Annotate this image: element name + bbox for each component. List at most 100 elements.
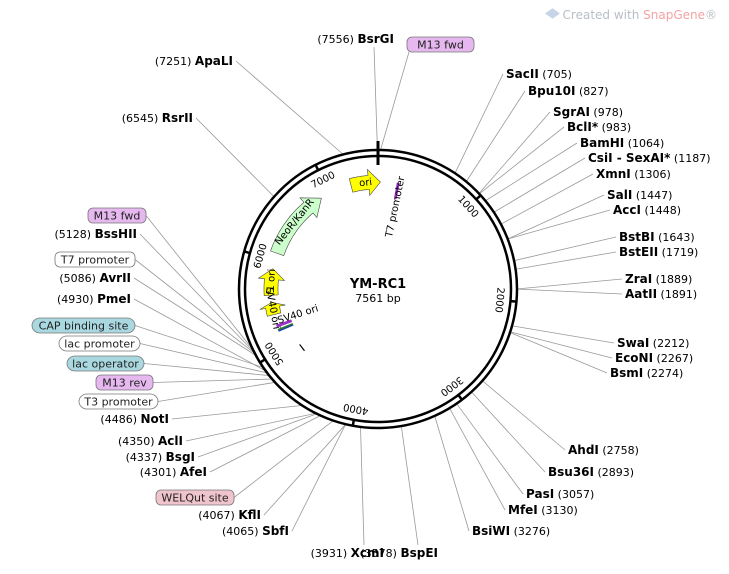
feature-arrow (270, 197, 322, 256)
feature-box (406, 36, 475, 53)
site-leader-line (235, 60, 343, 154)
restriction-site-label: SgrAI (978) (553, 105, 623, 119)
restriction-site-label: (4337) BsgI (126, 450, 195, 464)
tick-label: 6000 (252, 242, 269, 269)
restriction-site-label: (4350) AclI (118, 434, 183, 448)
site-leader-line (511, 331, 613, 359)
feature-leader-line (134, 325, 262, 368)
restriction-site-label: Bpu10I (827) (528, 84, 609, 98)
feature-label: f1 ori (265, 269, 278, 296)
tick-mark (259, 358, 266, 364)
site-leader-line (139, 233, 253, 351)
site-leader-line (508, 209, 611, 240)
site-leader-line (501, 173, 594, 225)
restriction-site-label: BsiWI (3276) (472, 524, 550, 538)
restriction-site-label: ZraI (1889) (625, 272, 692, 286)
feature-box (155, 489, 235, 506)
restriction-site-label: BamHI (1064) (580, 136, 664, 150)
feature-label: ori (359, 177, 373, 189)
site-leader-line (133, 277, 255, 355)
restriction-site-label: BclI* (983) (567, 120, 631, 134)
site-leader-line (373, 46, 378, 150)
tick-mark (351, 419, 356, 426)
feature-box-label: T7 promoter (60, 254, 130, 267)
tick-mark (475, 194, 482, 201)
small-feature-mark (276, 320, 293, 328)
tick-label: 4000 (342, 401, 369, 416)
site-leader-line (133, 298, 264, 371)
restriction-site-label: (4486) NotI (100, 412, 169, 426)
tick-mark (314, 164, 320, 171)
feature-box (66, 355, 145, 372)
site-leader-line (263, 424, 346, 516)
feature-box-label: T3 promoter (83, 396, 153, 409)
site-leader-line (291, 424, 346, 532)
site-leader-line (482, 381, 566, 451)
feature-arrow (259, 302, 286, 317)
feature-label: NeoR/KanR (273, 197, 317, 247)
snapgene-watermark: Created with SnapGene® (544, 8, 717, 22)
feature-box-label: lac operator (72, 358, 139, 371)
site-leader-line (494, 157, 586, 213)
restriction-site-label: XmnI (1306) (596, 167, 671, 181)
feature-box-label: M13 fwd (94, 210, 141, 223)
restriction-site-label: CsiI - SexAI* (1187) (588, 151, 711, 165)
site-leader-line (171, 405, 301, 420)
site-leader-line (479, 111, 551, 194)
watermark-prefix: Created with (562, 8, 644, 22)
small-feature-mark (276, 319, 292, 327)
feature-leader-line (145, 215, 251, 347)
site-leader-line (471, 392, 546, 473)
restriction-site-label: BsmI (2274) (610, 366, 683, 380)
site-leader-line (466, 90, 526, 181)
plasmid-length: 7561 bp (355, 292, 400, 305)
restriction-site-label: SwaI (2212) (617, 336, 689, 350)
restriction-site-label: (5128) BssHII (55, 227, 137, 241)
site-leader-line (510, 332, 608, 374)
feature-box (58, 335, 141, 352)
site-leader-line (512, 325, 615, 344)
watermark-suffix: ® (705, 8, 717, 22)
feature-leader-line (134, 259, 254, 353)
site-leader-line (508, 194, 605, 239)
feature-box (31, 317, 136, 334)
restriction-site-label: PasI (3057) (526, 487, 594, 501)
restriction-site-label: MfeI (3130) (508, 503, 578, 517)
inner-feature-label: SV40 ori (276, 303, 319, 326)
restriction-site-label: (7251) ApaLI (155, 54, 233, 68)
small-feature-mark (299, 344, 305, 352)
feature-arrow (257, 268, 286, 297)
restriction-site-label: AatII (1891) (625, 287, 697, 301)
feature-box (54, 251, 136, 268)
restriction-site-label: (4301) AfeI (140, 465, 207, 479)
feature-box-label: M13 fwd (417, 39, 464, 52)
feature-leader-line (152, 378, 271, 383)
restriction-site-label: BstBI (1643) (619, 230, 695, 244)
site-leader-line (195, 117, 274, 197)
site-leader-line (456, 404, 524, 495)
site-leader-line (449, 408, 506, 511)
small-feature-mark (393, 182, 399, 199)
small-feature-mark (395, 182, 400, 199)
site-leader-line (455, 73, 504, 173)
feature-leader-line (233, 421, 333, 498)
site-leader-line (486, 142, 578, 201)
small-feature-mark (277, 322, 294, 331)
feature-box (78, 393, 159, 410)
feature-box-label: M13 rev (102, 377, 147, 390)
feature-leader-line (139, 343, 266, 374)
feature-leader-line (143, 363, 268, 376)
restriction-site-label: (3931) XcmI (311, 546, 384, 560)
feature-arrow (348, 168, 381, 197)
tick-label: 2000 (492, 287, 505, 313)
restriction-site-label: (4065) SbfI (222, 524, 289, 538)
site-leader-line (209, 415, 320, 473)
restriction-site-label: (5086) AvrII (59, 271, 131, 285)
restriction-site-label: (3578) BspEI (360, 546, 438, 560)
restriction-site-label: AhdI (2758) (568, 443, 639, 457)
feature-box (87, 207, 147, 224)
site-leader-line (479, 126, 565, 194)
site-leader-line (514, 236, 617, 261)
tick-mark (243, 250, 251, 255)
